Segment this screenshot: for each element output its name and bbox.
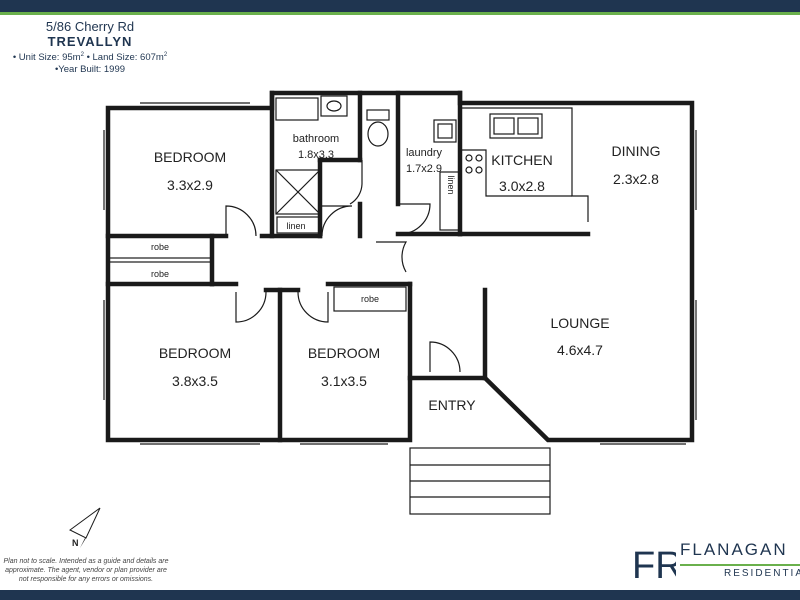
door-swing-bed3	[297, 291, 329, 323]
property-specs: • Unit Size: 95m2 • Land Size: 607m2	[0, 49, 180, 64]
disclaimer: Plan not to scale. Intended as a guide a…	[3, 558, 169, 583]
kitchen-sink	[489, 113, 543, 139]
top-accent-line	[0, 12, 800, 15]
robe-3-outline	[333, 286, 407, 312]
toilet-cistern	[366, 109, 390, 121]
walls	[105, 90, 695, 443]
bedroom1-name: BEDROOM	[154, 149, 226, 165]
door-swing-entry	[429, 341, 461, 373]
unit-size-sup: 2	[80, 52, 84, 58]
door-swing-wc	[349, 160, 363, 205]
property-header: 5/86 Cherry Rd TREVALLYN • Unit Size: 95…	[0, 20, 180, 76]
fr-monogram-icon: FR	[632, 545, 676, 586]
svg-text:FR: FR	[632, 545, 676, 586]
land-size-sup: 2	[163, 52, 168, 58]
door-swing-hall	[376, 241, 408, 273]
fixture-lines	[103, 95, 697, 515]
lounge-name: LOUNGE	[550, 315, 609, 331]
top-banner	[0, 0, 800, 12]
north-label: N	[72, 538, 79, 548]
kitchen-name: KITCHEN	[491, 152, 552, 168]
logo-sub: RESIDENTIAL	[724, 568, 800, 579]
door-swing-bed1	[225, 205, 257, 237]
bedroom1-size: 3.3x2.9	[167, 177, 213, 193]
year-built: •Year Built: 1999	[54, 64, 126, 76]
logo-name: FLANAGAN	[680, 540, 788, 559]
suburb: TREVALLYN	[47, 34, 133, 49]
land-size: • Land Size: 607m	[86, 52, 164, 64]
linen-laundry-label: linen	[446, 175, 456, 194]
bedroom3-size: 3.1x3.5	[321, 373, 367, 389]
unit-size: • Unit Size: 95m	[12, 52, 81, 64]
laundry-name: laundry	[406, 147, 443, 159]
bathroom-size: 1.8x3.3	[298, 149, 334, 161]
robe-2-label: robe	[151, 269, 169, 279]
kitchen-size: 3.0x2.8	[499, 178, 545, 194]
dining-name: DINING	[612, 143, 661, 159]
toilet-bowl	[367, 121, 389, 147]
robe-3-label: robe	[361, 294, 379, 304]
agency-logo: FR FLANAGAN RESIDENTIAL	[632, 540, 800, 586]
bath-tub	[275, 97, 319, 121]
bedroom3-name: BEDROOM	[308, 345, 380, 361]
bedroom2-name: BEDROOM	[159, 345, 231, 361]
basin	[326, 100, 342, 112]
door-swing-laundry	[399, 203, 431, 235]
bottom-banner	[0, 590, 800, 600]
lounge-size: 4.6x4.7	[557, 342, 603, 358]
dining-size: 2.3x2.8	[613, 171, 659, 187]
robe-1-label: robe	[151, 242, 169, 252]
laundry-size: 1.7x2.9	[406, 163, 442, 175]
linen-bath-label: linen	[286, 221, 305, 231]
address: 5/86 Cherry Rd	[45, 19, 135, 34]
fixture-labels: robe robe robe linen linen	[151, 175, 456, 304]
door-swing-bath	[321, 205, 353, 237]
laundry-tub	[433, 119, 457, 143]
door-swing-bed2	[235, 291, 267, 323]
bedroom2-size: 3.8x3.5	[172, 373, 218, 389]
room-labels: BEDROOM 3.3x2.9 bathroom 1.8x3.3 laundry…	[154, 133, 661, 413]
north-arrow-icon: N	[69, 507, 101, 548]
vanity	[320, 95, 348, 117]
logo-underline	[680, 564, 800, 566]
bathroom-name: bathroom	[293, 133, 339, 145]
entry-name: ENTRY	[428, 397, 476, 413]
